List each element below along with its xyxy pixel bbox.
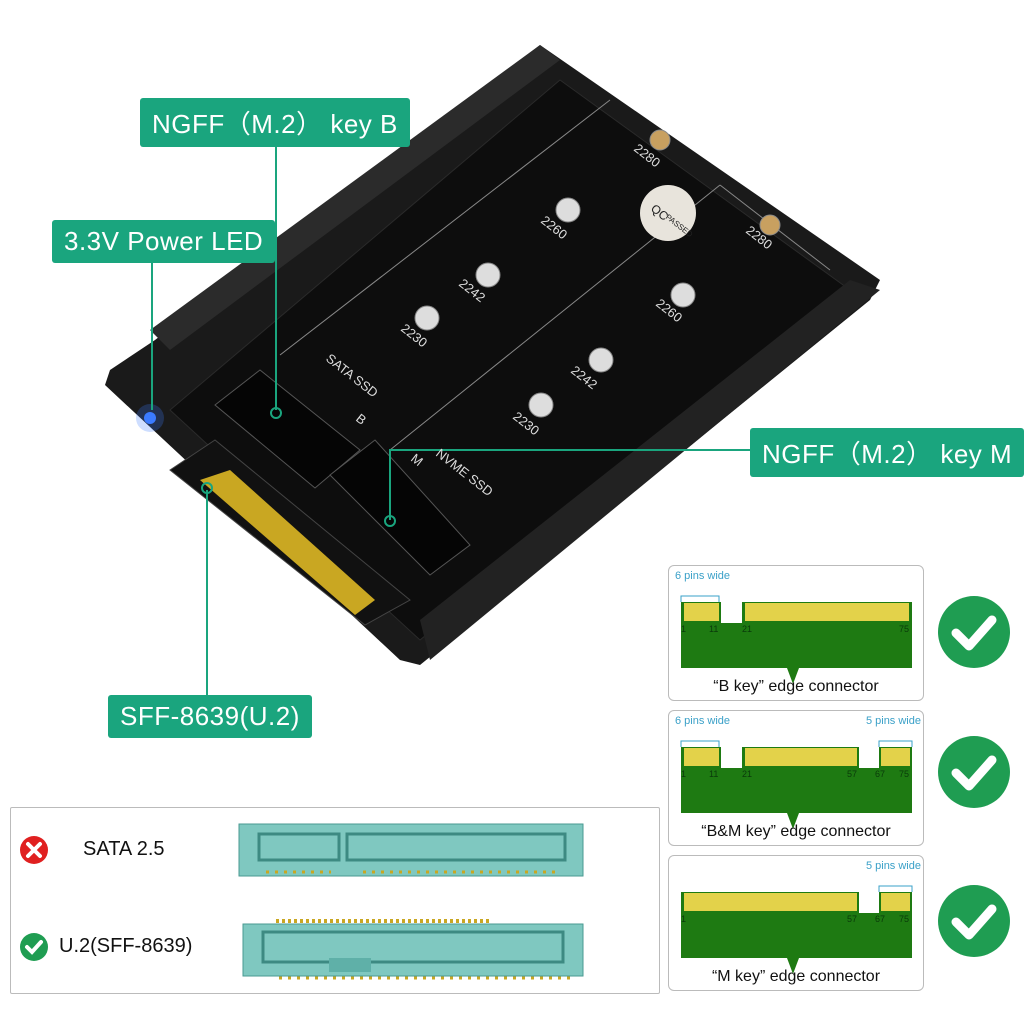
callout-key-b: NGFF（M.2） key B (140, 98, 410, 147)
sata-label: SATA 2.5 (83, 838, 165, 860)
sata-connector-diagram (238, 823, 584, 877)
check-icon (938, 596, 1010, 668)
pin-number: 21 (742, 769, 753, 779)
edge-connector-m-panel: 5 pins wide 1 57 67 75 “M key” edge conn… (668, 855, 924, 991)
callout-u2: SFF-8639(U.2) (108, 695, 312, 738)
pin-number: 21 (742, 624, 753, 634)
pin-number: 11 (709, 624, 719, 634)
edge-connector-b-panel: 6 pins wide 1 11 21 75 “B key” edge conn… (668, 565, 924, 701)
check-icon (938, 885, 1010, 957)
cross-icon (20, 836, 48, 864)
callout-led: 3.3V Power LED (52, 220, 276, 263)
qc-sticker (640, 185, 696, 241)
pins-note-left: 6 pins wide (675, 570, 731, 582)
mounting-holes (414, 129, 781, 418)
caption: “B key” edge connector (713, 678, 879, 695)
caption: “B&M key” edge connector (701, 823, 891, 840)
pin-number: 67 (875, 769, 886, 779)
caption: “M key” edge connector (711, 968, 881, 985)
pcb-edge (681, 602, 912, 684)
slot-divider (279, 99, 611, 356)
m2-key-m-slot (329, 439, 471, 576)
pin-number: 57 (847, 769, 858, 779)
callout-key-m: NGFF（M.2） key M (750, 428, 1024, 477)
pin-number: 11 (709, 769, 719, 779)
side-rail (150, 45, 560, 350)
connector-diagrams (238, 823, 584, 980)
edge-connector-bm-panel: 6 pins wide 5 pins wide 1 11 21 57 67 75… (668, 710, 924, 846)
pins-note-right: 5 pins wide (865, 715, 921, 727)
pin-number: 67 (875, 914, 886, 924)
pin-number: 75 (899, 769, 910, 779)
pin-number: 1 (681, 624, 687, 634)
pin-number: 75 (899, 914, 910, 924)
m2-key-b-slot (214, 369, 361, 489)
side-rail (420, 280, 880, 660)
pin-number: 57 (847, 914, 858, 924)
check-icon (938, 736, 1010, 808)
check-icon (20, 933, 48, 961)
pin-number: 75 (899, 624, 910, 634)
u2-connector-diagram (242, 919, 584, 980)
interface-compat-panel: SATA 2.5 U.2(SFF-8639) (10, 807, 660, 994)
pins-note-left: 6 pins wide (675, 715, 731, 727)
u2-label: U.2(SFF-8639) (59, 935, 193, 957)
pin-number: 1 (681, 914, 687, 924)
u2-gold-pins (200, 470, 375, 615)
power-led (144, 412, 156, 424)
pins-note-right: 5 pins wide (865, 860, 921, 872)
pin-number: 1 (681, 769, 687, 779)
